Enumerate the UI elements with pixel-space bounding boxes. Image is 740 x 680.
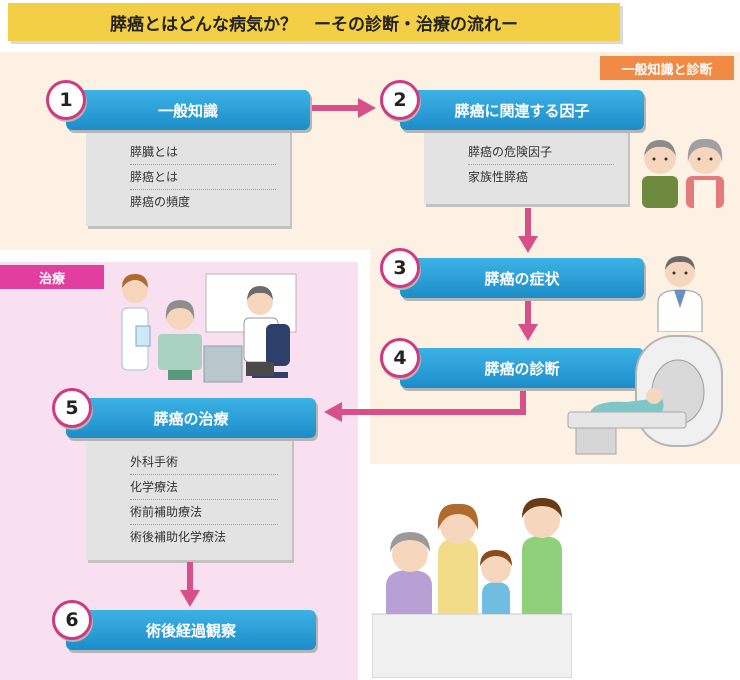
list-item: 化学療法 (130, 475, 278, 500)
step-2-bar: 膵癌に関連する因子 (400, 90, 644, 130)
page-title: 膵癌とはどんな病気か？ ーその診断・治療の流れー (8, 3, 620, 41)
arrow-4-to-5 (324, 388, 526, 422)
step-label: 一般知識 (157, 101, 218, 120)
step-2-number: 2 (380, 80, 420, 120)
step-4-number: 4 (380, 338, 420, 378)
elderly-couple-illustration (642, 138, 724, 208)
step-1-bar: 一般知識 (66, 90, 310, 130)
step-label: 膵癌の診断 (484, 359, 560, 378)
step-label: 膵癌に関連する因子 (454, 101, 590, 120)
step-3-bar: 膵癌の症状 (400, 258, 644, 298)
step-5-number: 5 (52, 388, 92, 428)
family-illustration (372, 498, 572, 678)
list-item: 外科手術 (130, 450, 278, 475)
zone-tag-treatment: 治療 (0, 265, 104, 289)
arrow-3-to-4 (518, 296, 538, 341)
step-2-sublist: 膵癌の危険因子 家族性膵癌 (424, 128, 628, 204)
step-1-sublist: 膵臓とは 膵癌とは 膵癌の頻度 (86, 128, 290, 226)
step-label: 膵癌の症状 (484, 269, 560, 288)
list-item: 術後補助化学療法 (130, 530, 227, 544)
arrow-5-to-6 (180, 562, 200, 607)
step-5-sublist: 外科手術 化学療法 術前補助療法 術後補助化学療法 (86, 438, 292, 560)
list-item: 膵臓とは (130, 140, 276, 165)
step-label: 膵癌の治療 (153, 409, 229, 428)
step-5-bar: 膵癌の治療 (66, 398, 316, 438)
step-4-bar: 膵癌の診断 (400, 348, 644, 388)
step-label: 術後経過観察 (145, 621, 236, 640)
list-item: 術前補助療法 (130, 500, 278, 525)
step-3-number: 3 (380, 248, 420, 288)
consultation-illustration (121, 273, 297, 383)
ct-scanner-illustration (567, 335, 723, 455)
doctor-illustration (657, 256, 703, 332)
arrow-1-to-2 (310, 98, 376, 118)
step-6-bar: 術後経過観察 (66, 610, 316, 650)
list-item: 家族性膵癌 (468, 170, 529, 184)
step-6-number: 6 (52, 600, 92, 640)
list-item: 膵癌の頻度 (130, 195, 191, 209)
list-item: 膵癌の危険因子 (468, 140, 614, 165)
zone-tag-general: 一般知識と診断 (600, 56, 734, 80)
step-1-number: 1 (46, 80, 86, 120)
list-item: 膵癌とは (130, 165, 276, 190)
arrow-2-to-3 (518, 208, 538, 253)
